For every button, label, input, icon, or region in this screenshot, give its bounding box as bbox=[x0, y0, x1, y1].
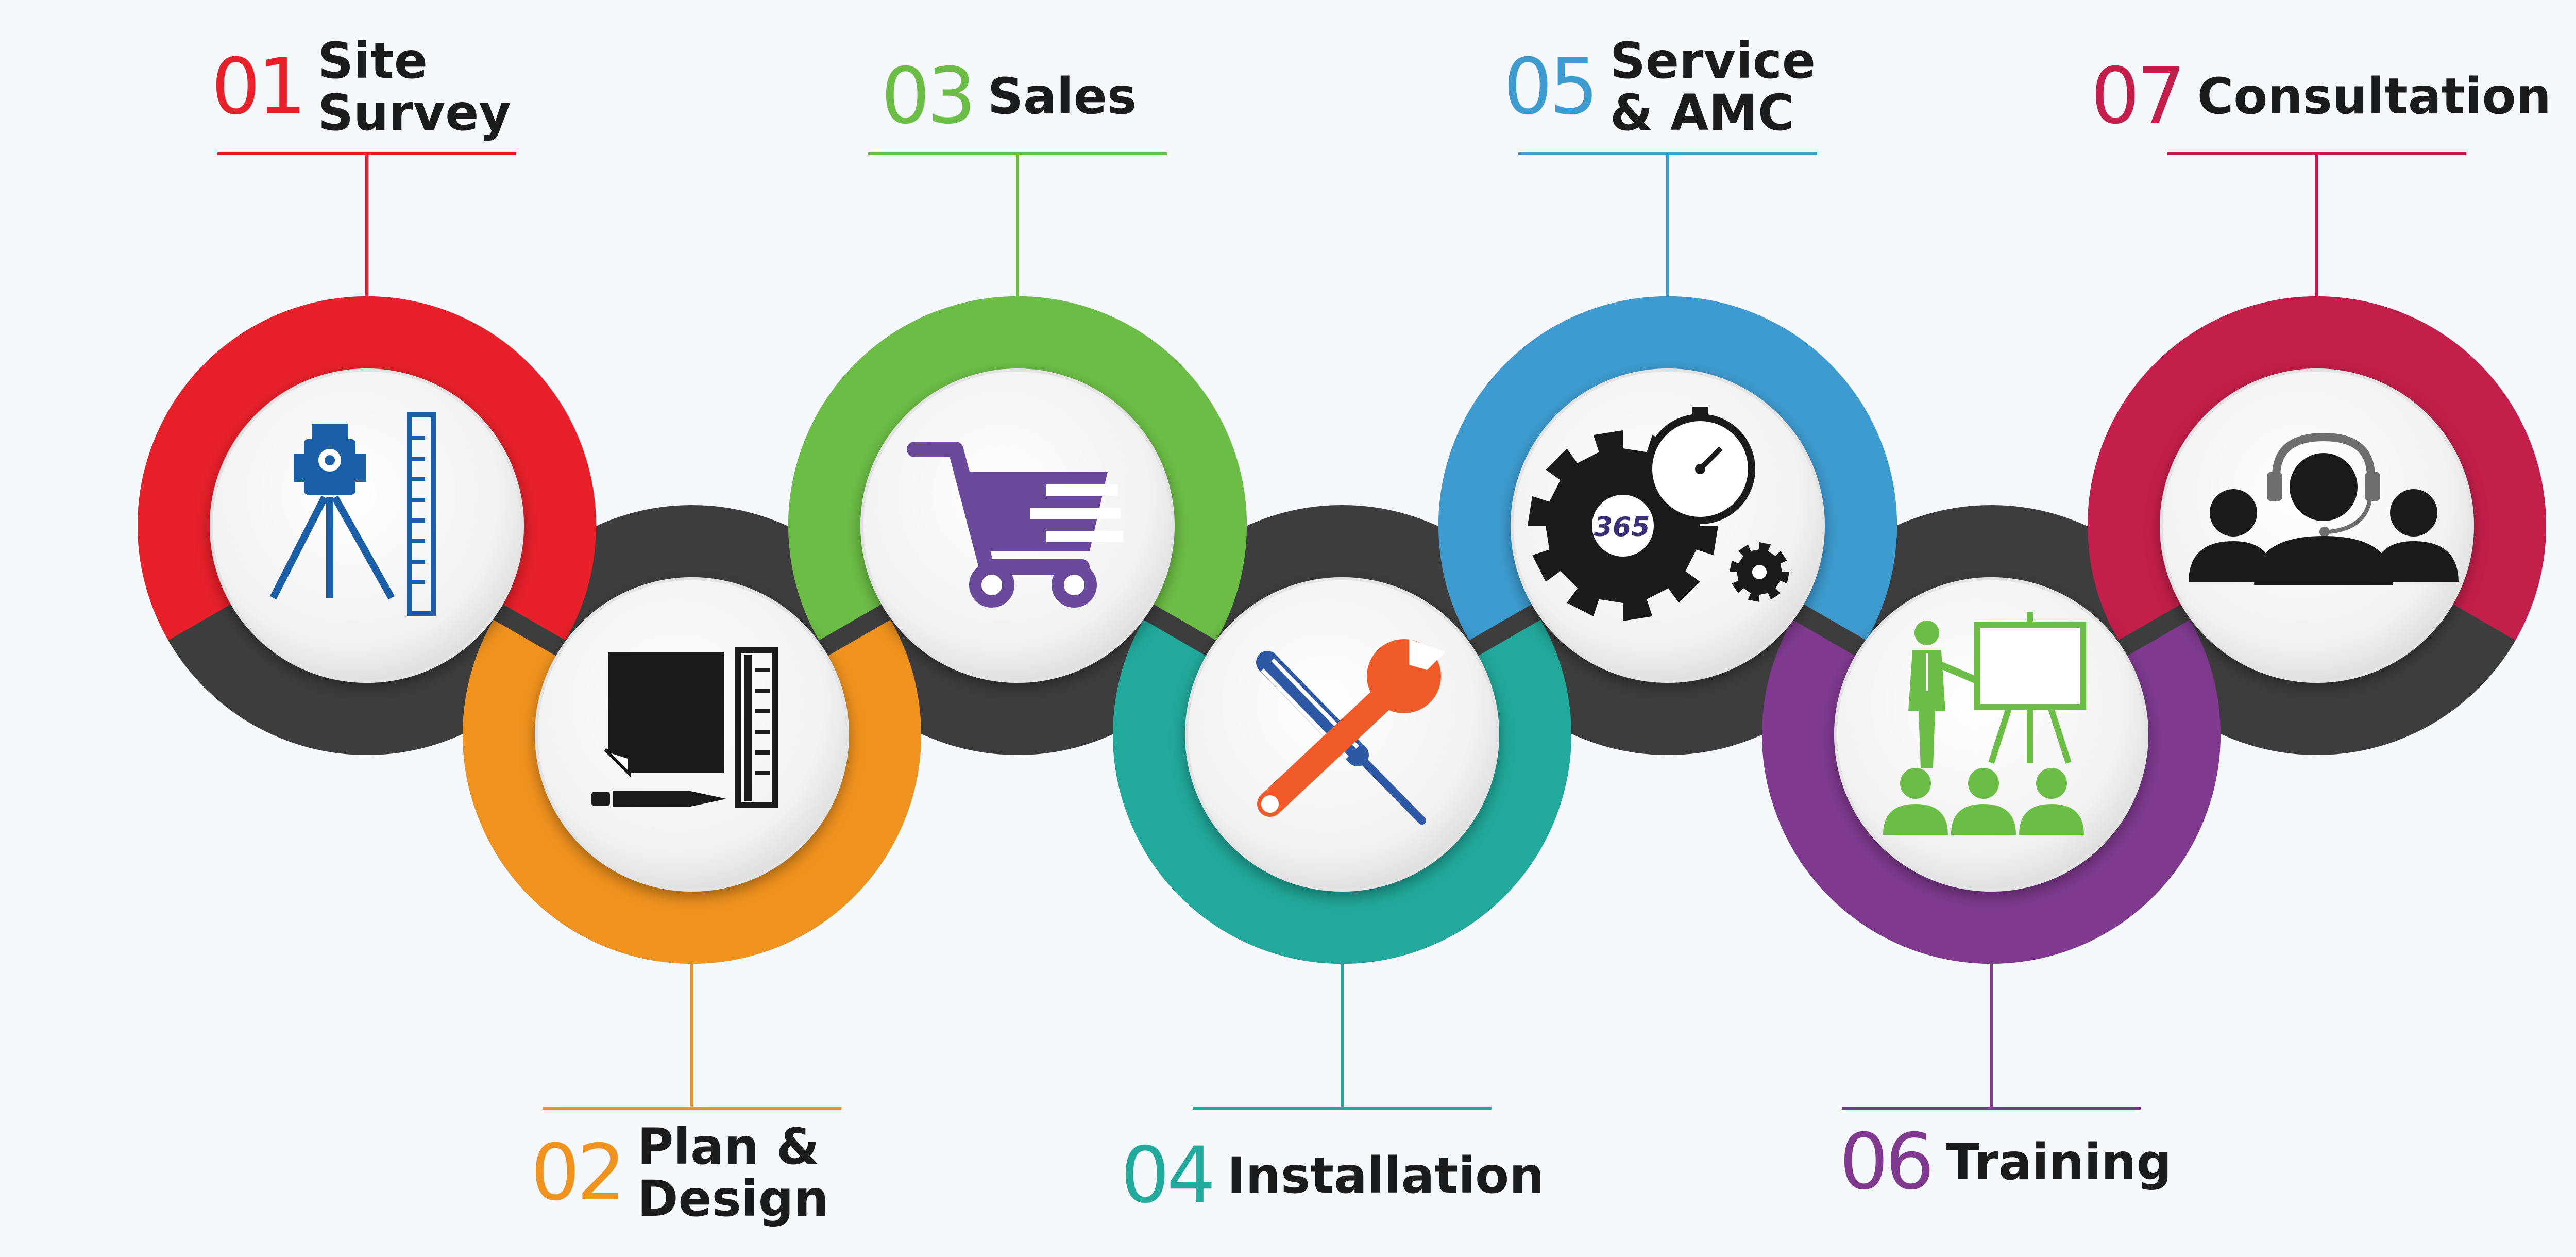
step-title: Installation bbox=[1227, 1146, 1545, 1204]
step-title-line: Training bbox=[1945, 1133, 2172, 1191]
step-number: 03 bbox=[881, 52, 976, 141]
step-title-line: Site bbox=[317, 32, 428, 90]
surveying-theodolite-icon bbox=[269, 412, 436, 616]
chain-link-colored bbox=[138, 296, 596, 641]
step-number: 07 bbox=[2091, 52, 2186, 141]
drafting-blueprint-icon bbox=[591, 647, 778, 808]
step-title-line: Consultation bbox=[2197, 67, 2551, 125]
step-label-06: 06 Training bbox=[1839, 1124, 2172, 1201]
step-title-line: Installation bbox=[1227, 1146, 1545, 1204]
step-title: Service & AMC bbox=[1610, 35, 1816, 139]
icon-disc bbox=[2160, 368, 2474, 683]
chain-link-colored bbox=[1113, 619, 1571, 964]
step-number: 05 bbox=[1503, 42, 1599, 132]
step-number: 04 bbox=[1121, 1131, 1216, 1220]
step-title-line: Plan & bbox=[637, 1118, 820, 1176]
step-label-05: 05 Service & AMC bbox=[1503, 35, 1816, 139]
chain-link-colored bbox=[788, 296, 1247, 641]
chain-link-colored bbox=[1438, 296, 1897, 641]
chain-link-colored bbox=[463, 619, 921, 964]
step-number: 06 bbox=[1839, 1117, 1935, 1207]
step-label-04: 04 Installation bbox=[1121, 1137, 1544, 1214]
step-title: Training bbox=[1946, 1136, 2172, 1188]
step-title-line: Design bbox=[637, 1169, 829, 1228]
step-label-02: 02 Plan & Design bbox=[531, 1121, 829, 1225]
headset-consultant-group-icon bbox=[2189, 432, 2459, 585]
step-number: 01 bbox=[211, 42, 307, 132]
shopping-cart-icon bbox=[907, 442, 1123, 608]
step-label-03: 03 Sales bbox=[881, 58, 1137, 135]
gear-badge-text: 365 bbox=[1594, 512, 1650, 543]
wrench-screwdriver-icon bbox=[1256, 639, 1445, 825]
step-title-line: Survey bbox=[317, 83, 511, 142]
chain-link-colored bbox=[2088, 296, 2546, 641]
step-title: Sales bbox=[987, 67, 1137, 125]
step-title: Plan & Design bbox=[637, 1121, 829, 1225]
step-label-01: 01 Site Survey bbox=[211, 35, 511, 139]
icon-disc bbox=[210, 368, 524, 683]
step-title: Site Survey bbox=[318, 35, 511, 139]
step-title-line: & AMC bbox=[1609, 83, 1794, 142]
step-title-line: Sales bbox=[987, 67, 1137, 125]
step-number: 02 bbox=[531, 1128, 626, 1218]
chain-link-colored bbox=[1762, 619, 2221, 964]
presentation-trainer-icon bbox=[1883, 612, 2086, 835]
step-label-07: 07 Consultation bbox=[2091, 58, 2551, 135]
step-title-line: Service bbox=[1609, 32, 1816, 90]
gear-stopwatch-365-icon: 365 bbox=[1528, 407, 1789, 621]
step-title: Consultation bbox=[2197, 67, 2551, 125]
